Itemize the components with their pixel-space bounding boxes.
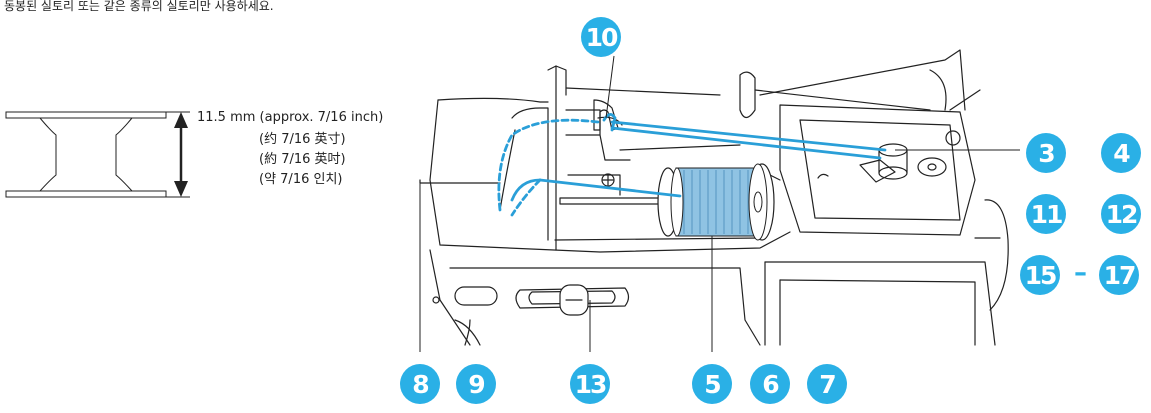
machine-front-edge	[429, 99, 791, 253]
step-badge-10: 10	[581, 17, 621, 57]
step-badge-9: 9	[456, 364, 496, 404]
step-badge-8: 8	[400, 364, 440, 404]
step-badge-11: 11	[1026, 194, 1066, 234]
thread-path	[510, 113, 887, 202]
leader-lines	[419, 55, 1020, 352]
step-badge-6: 6	[750, 364, 790, 404]
dimension-label-zh-cn: (约 7/16 英寸)	[259, 132, 346, 147]
thread-path-hidden	[497, 118, 600, 217]
dimension-label-zh-tw: (約 7/16 英吋)	[259, 152, 346, 167]
step-badge-3: 3	[1026, 133, 1066, 173]
bobbin-left-curve	[39, 117, 57, 192]
bobbin-bottom-flange	[5, 190, 167, 198]
step-badge-13: 13	[570, 364, 610, 404]
dimension-label: 11.5 mm (approx. 7/16 inch)	[197, 110, 384, 125]
thread-spool	[670, 163, 768, 241]
instruction-text: 동봉된 실토리 또는 같은 종류의 실토리만 사용하세요.	[4, 0, 274, 13]
step-badge-17: 17	[1099, 255, 1139, 295]
dimension-label-ko: (약 7/16 인치)	[259, 172, 343, 187]
step-badge-4: 4	[1101, 133, 1141, 173]
step-badge-12: 12	[1101, 194, 1141, 234]
step-badge-5: 5	[692, 364, 732, 404]
range-dash: –	[1074, 258, 1087, 288]
bobbin-right-curve	[115, 117, 133, 192]
step-badge-7: 7	[807, 364, 847, 404]
dimension-arrow	[174, 112, 188, 197]
bobbin-top-flange	[5, 111, 167, 119]
step-badge-15: 15	[1020, 255, 1060, 295]
bobbin-diagram	[5, 111, 190, 198]
